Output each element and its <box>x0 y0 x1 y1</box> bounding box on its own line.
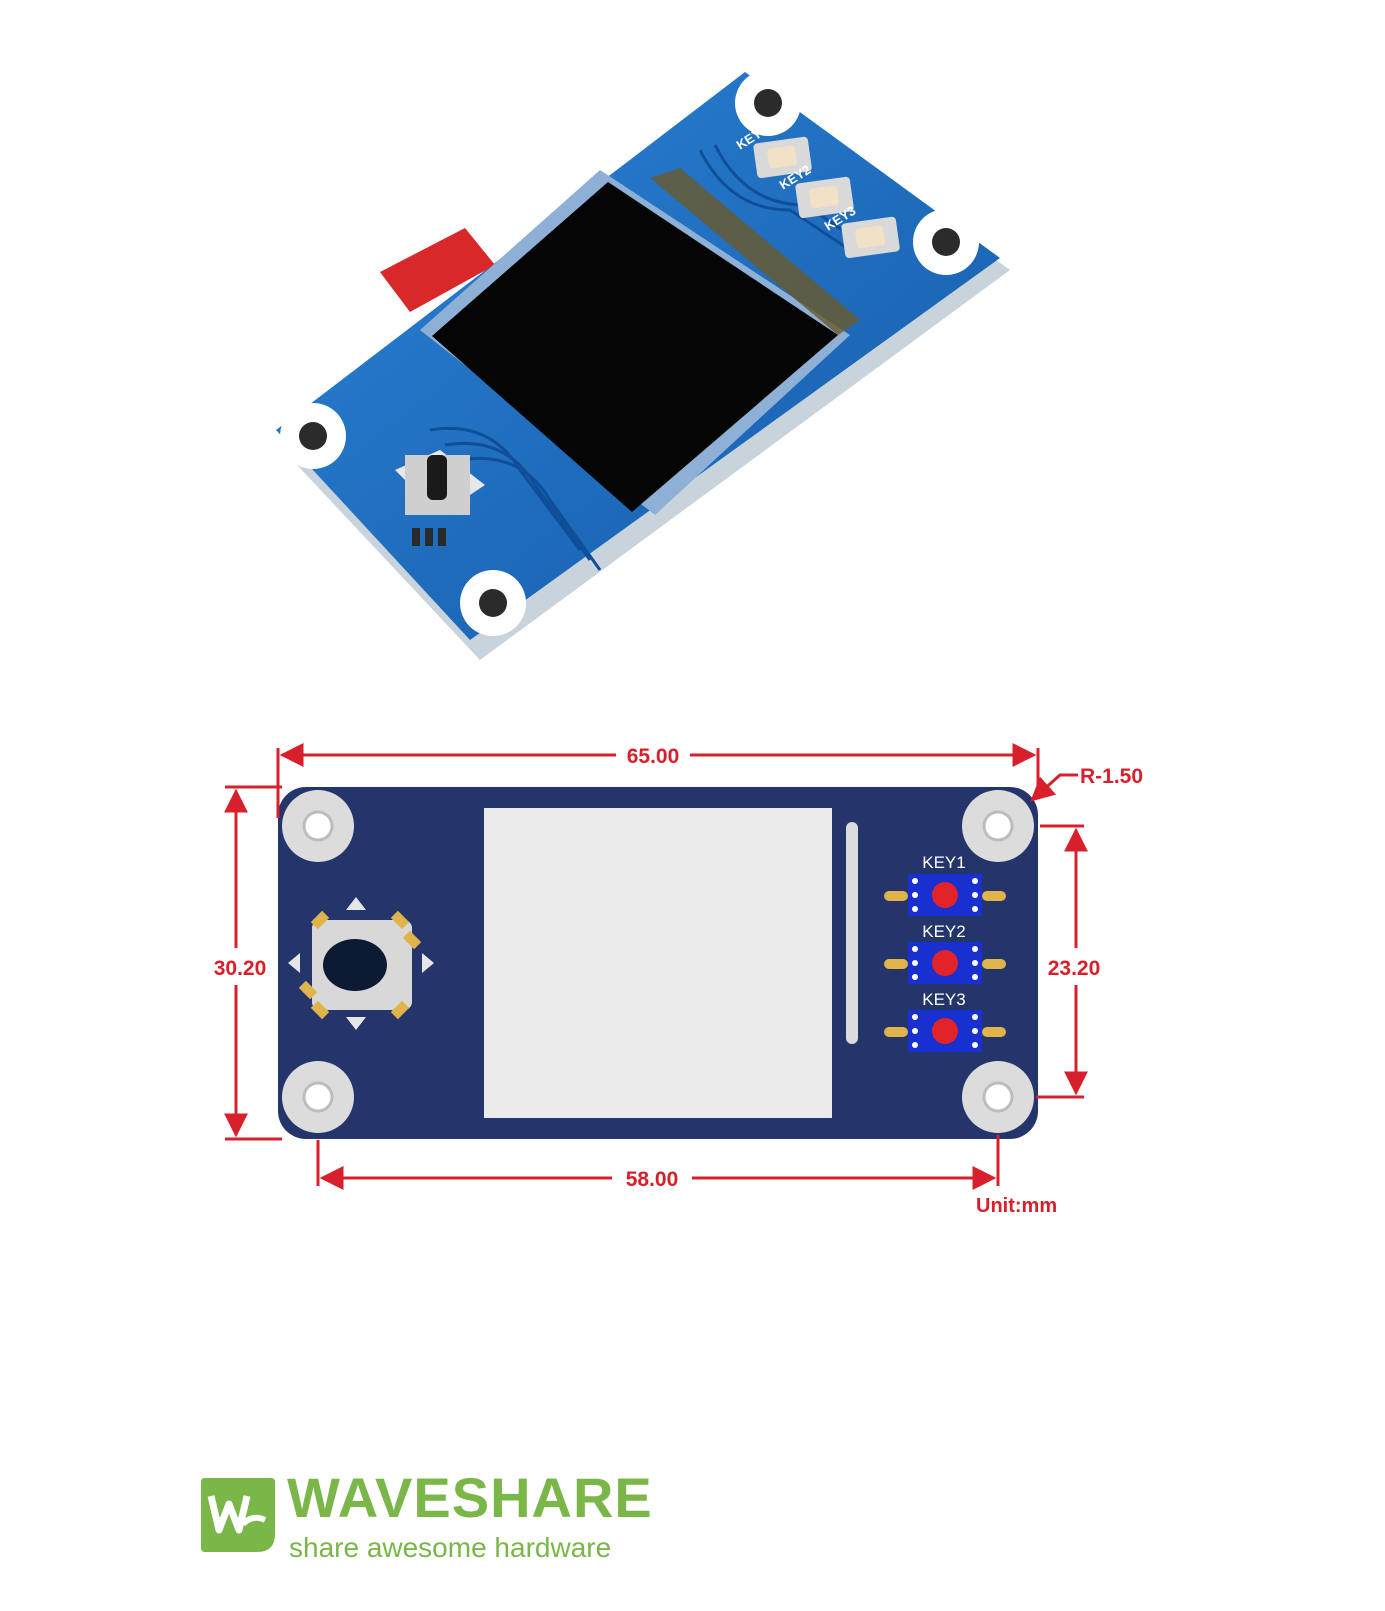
lcd-connector-strip <box>650 168 860 335</box>
drawing-lcd-connector <box>846 822 858 1044</box>
waveshare-logo-icon <box>201 1478 275 1552</box>
dim-width-label: 65.00 <box>627 745 680 768</box>
dim-hole-y-label: 23.20 <box>1048 957 1101 980</box>
photo-joystick <box>395 450 485 546</box>
dim-radius-label: R-1.50 <box>1080 765 1143 788</box>
brand-name: WAVESHARE <box>287 1466 653 1529</box>
unit-label: Unit:mm <box>976 1195 1057 1217</box>
drawing-key2-label: KEY2 <box>922 922 965 941</box>
dim-radius-leader <box>1030 773 1078 802</box>
drawing-key3-label: KEY3 <box>922 990 965 1009</box>
drawing-keys <box>884 874 1006 1052</box>
mounting-holes <box>280 70 979 636</box>
pcb-traces <box>429 144 866 571</box>
drawing-key1-label: KEY1 <box>922 853 965 872</box>
drawing-joystick <box>288 897 434 1030</box>
lcd-screen <box>432 182 838 512</box>
photo-key-switches <box>753 136 900 259</box>
dim-hole-x-label: 58.00 <box>626 1168 679 1191</box>
dim-height-label: 30.20 <box>214 957 267 980</box>
drawing-mounting-holes <box>282 790 1034 1133</box>
drawing-lcd-area <box>484 808 832 1118</box>
red-flex-tab <box>380 228 495 312</box>
dimension-drawing: KEY1 KEY2 KEY3 65.00 58.00 30.20 23.20 R… <box>214 743 1143 1217</box>
brand-logo: WAVESHARE share awesome hardware <box>197 1468 667 1578</box>
brand-tagline: share awesome hardware <box>289 1532 612 1563</box>
module-photo: KEY1 KEY2 KEY3 <box>276 70 1010 660</box>
